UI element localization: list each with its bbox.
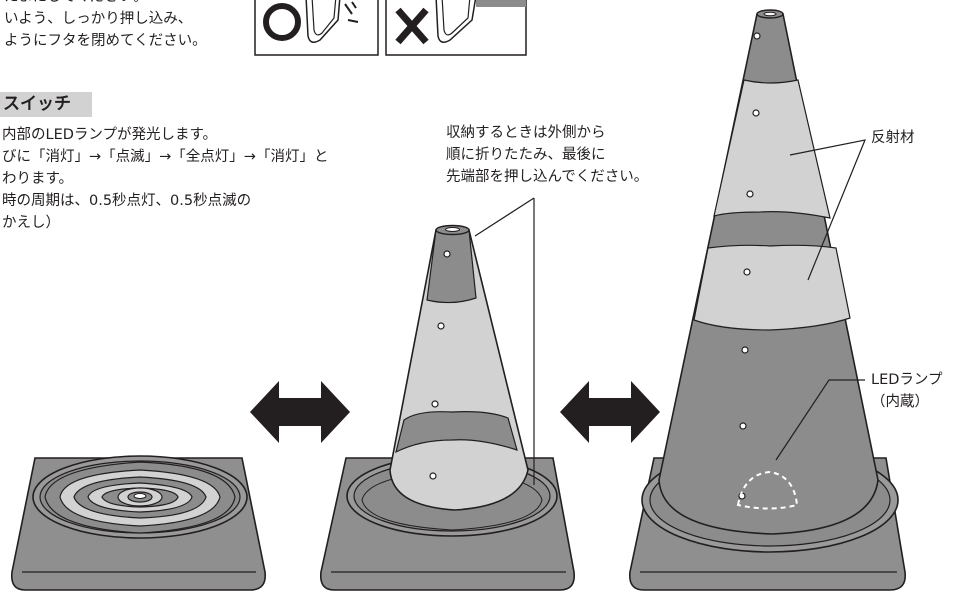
half-folded-cone: [319, 224, 576, 591]
ng-illustration: [385, 0, 527, 56]
instruction-line-2: いよう、しっかり押し込み、: [4, 11, 193, 27]
fold-line-2: 順に折りたたみ、最後に: [446, 147, 606, 163]
ok-illustration: [254, 0, 379, 56]
fold-line-3: 先端部を押し込んでください。: [446, 169, 649, 185]
switch-line-4: 時の周期は、0.5秒点灯、0.5秒点滅の: [2, 193, 252, 209]
switch-line-3: わります。: [2, 171, 74, 187]
led-label-line-2: （内蔵）: [871, 394, 929, 410]
extended-cone: [628, 9, 907, 591]
switch-section-title: スイッチ: [0, 92, 92, 117]
ng-mark-icon: [395, 7, 429, 45]
double-arrow-icon: [250, 381, 350, 443]
switch-line-2: びに「消灯」→「点滅」→「全点灯」→「消灯」と: [2, 149, 329, 165]
switch-line-1: 内部のLEDランプが発光します。: [2, 127, 218, 143]
reflector-label: 反射材: [871, 130, 915, 146]
double-arrow-icon: [560, 381, 660, 443]
instruction-line-1: たまにしてください。: [4, 0, 148, 8]
instruction-line-3: ようにフタを閉めてください。: [4, 33, 207, 49]
leader-lines: [474, 139, 866, 485]
switch-line-5: かえし）: [2, 215, 60, 231]
fold-line-1: 収納するときは外側から: [446, 125, 606, 141]
led-label-line-1: LEDランプ: [871, 372, 943, 388]
ok-mark-icon: [263, 3, 301, 41]
folded-cone: [10, 455, 267, 591]
